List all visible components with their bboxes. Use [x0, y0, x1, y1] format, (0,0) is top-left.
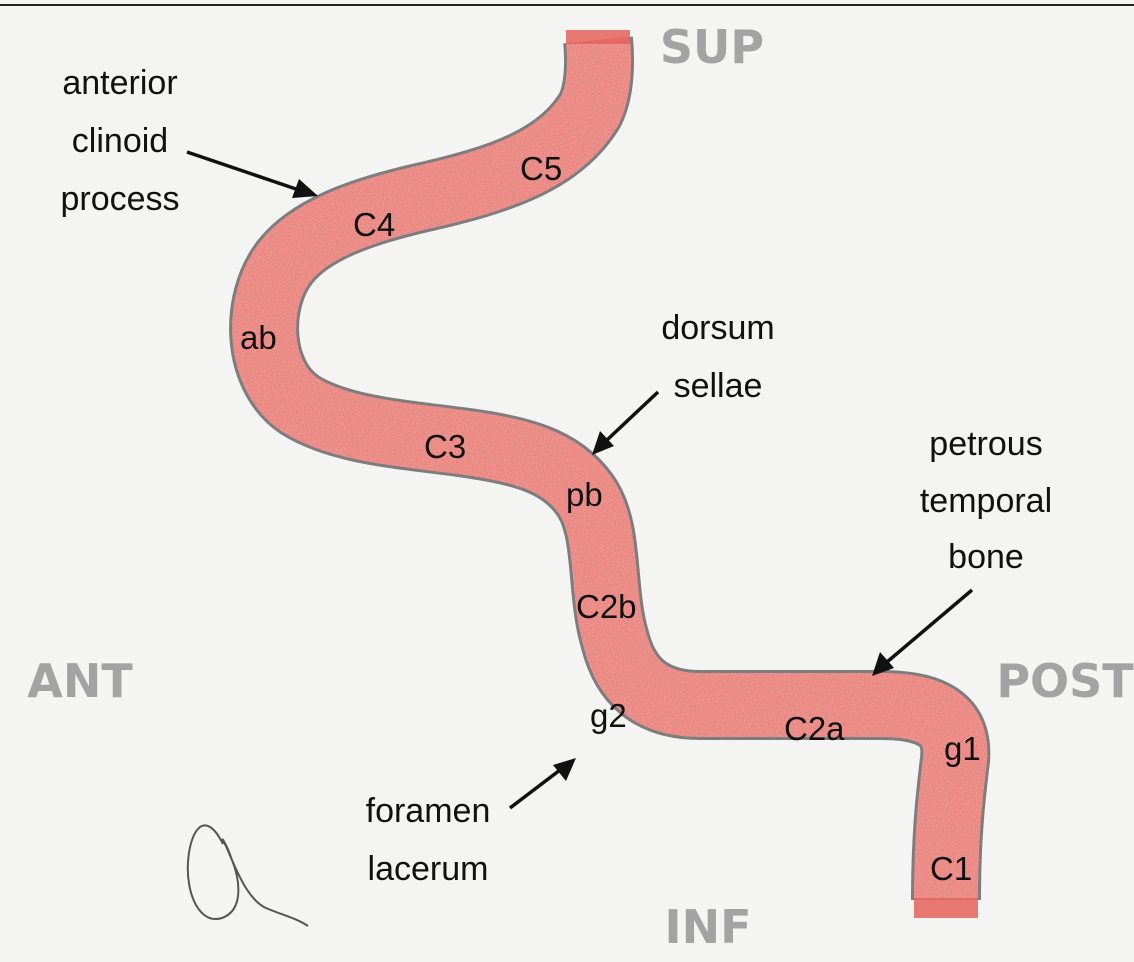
foramen-lacerum-arrow: [510, 770, 560, 808]
anterior-clinoid-line-2: clinoid: [72, 122, 168, 160]
foramen-lacerum-arrowhead: [553, 758, 576, 781]
anterior-clinoid-line-1: anterior: [62, 64, 177, 102]
dorsum-sellae-line-1: dorsum: [661, 309, 774, 347]
orientation-sup: SUP: [660, 20, 764, 74]
orientation-inf: INF: [664, 900, 751, 954]
petrous-temporal-line-3: bone: [948, 538, 1024, 576]
anterior-clinoid-line-3: process: [60, 180, 179, 218]
vessel-end-superior: [566, 30, 630, 44]
segment-g1-label: g1: [944, 730, 981, 767]
segment-ab-label: ab: [240, 319, 277, 356]
petrous-temporal-line-1: petrous: [929, 425, 1042, 463]
segment-g2-label: g2: [590, 697, 627, 734]
segment-pb-label: pb: [566, 476, 603, 513]
segment-c2a-label: C2a: [784, 710, 845, 747]
segment-c4-label: C4: [353, 206, 395, 243]
artist-signature-icon: [188, 825, 308, 926]
dorsum-sellae-line-2: sellae: [674, 367, 763, 405]
annotation-foramen-lacerum: foramen lacerum: [366, 758, 576, 888]
petrous-temporal-arrow: [887, 590, 972, 662]
segment-c3-label: C3: [424, 428, 466, 465]
annotation-petrous-temporal: petrous temporal bone: [872, 425, 1052, 676]
orientation-post: POST: [996, 654, 1134, 708]
segment-c5-label: C5: [520, 150, 562, 187]
foramen-lacerum-line-1: foramen: [366, 792, 491, 830]
annotation-dorsum-sellae: dorsum sellae: [592, 309, 775, 455]
orientation-ant: ANT: [27, 654, 133, 708]
anterior-clinoid-arrowhead: [292, 179, 318, 198]
carotid-vessel: [264, 30, 978, 918]
foramen-lacerum-line-2: lacerum: [368, 850, 489, 888]
petrous-temporal-line-2: temporal: [920, 482, 1052, 520]
segment-c2b-label: C2b: [576, 588, 637, 625]
segment-c1-label: C1: [930, 850, 972, 887]
vessel-end-inferior: [914, 898, 978, 918]
anterior-clinoid-arrow: [187, 152, 296, 189]
annotation-anterior-clinoid: anterior clinoid process: [60, 64, 318, 218]
dorsum-sellae-arrow: [607, 392, 658, 440]
